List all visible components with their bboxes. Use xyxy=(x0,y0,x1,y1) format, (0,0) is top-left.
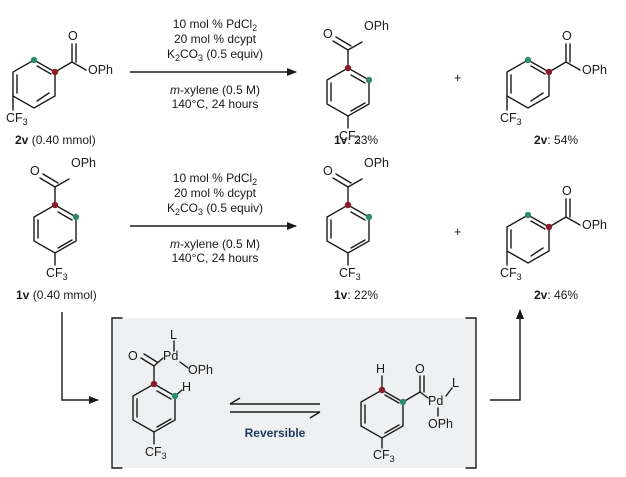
atom-CF3: CF3 xyxy=(6,111,28,127)
right-bracket xyxy=(465,317,477,469)
atom-OPh: OPh xyxy=(188,363,213,377)
reversible-label: Reversible xyxy=(245,426,306,440)
atom-CF3: CF3 xyxy=(339,266,361,282)
product-1v-label: 1v: 22% xyxy=(334,288,378,302)
flow-arrow-in xyxy=(61,312,99,404)
atom-Pd: Pd xyxy=(163,349,178,363)
conditions-1: 10 mol % PdCl2 20 mol % dcypt K2CO3 (0.5… xyxy=(130,17,297,111)
svg-text:20 mol % dcypt: 20 mol % dcypt xyxy=(174,32,257,46)
atom-H: H xyxy=(182,380,191,394)
atom-CF3: CF3 xyxy=(500,111,522,127)
atom-OPh: OPh xyxy=(71,156,96,170)
atom-OPh: OPh xyxy=(364,156,389,170)
svg-text:m-xylene (0.5 M): m-xylene (0.5 M) xyxy=(170,237,260,251)
plus-sign: + xyxy=(454,71,461,85)
atom-Pd: Pd xyxy=(428,394,443,408)
substrate-label: 2v (0.40 mmol) xyxy=(15,133,96,147)
product-2v-label: 2v: 46% xyxy=(534,288,578,302)
pd-complex-right xyxy=(360,375,453,449)
atom-CF3: CF3 xyxy=(145,445,167,461)
product-2v-structure xyxy=(506,198,581,266)
atom-L: L xyxy=(452,376,459,390)
svg-text:10 mol % PdCl2: 10 mol % PdCl2 xyxy=(173,171,257,187)
atom-O: O xyxy=(128,349,138,363)
svg-text:K2CO3 (0.5 equiv): K2CO3 (0.5 equiv) xyxy=(167,47,263,63)
atom-OPh: OPh xyxy=(364,19,389,33)
reaction-2: O OPh CF3 1v (0.40 mmol) 10 mol % PdCl2 … xyxy=(16,156,607,302)
mechanism-panel: O Pd L OPh H CF3 Reversible H xyxy=(61,309,524,469)
svg-text:K2CO3 (0.5 equiv): K2CO3 (0.5 equiv) xyxy=(167,201,263,217)
product-2v-structure xyxy=(506,43,581,111)
substrate-label: 1v (0.40 mmol) xyxy=(16,288,97,302)
atom-L: L xyxy=(170,328,177,342)
mechanism-background xyxy=(112,318,476,468)
flow-arrow-out xyxy=(490,309,524,401)
atom-OPh: OPh xyxy=(88,63,113,77)
svg-text:140°C, 24 hours: 140°C, 24 hours xyxy=(172,97,259,111)
atom-CF3: CF3 xyxy=(46,266,68,282)
reaction-1: O OPh CF3 2v (0.40 mmol) 10 mol % PdCl2 … xyxy=(6,17,607,147)
product-1v-label: 1v: 23% xyxy=(334,133,378,147)
conditions-2: 10 mol % PdCl2 20 mol % dcypt K2CO3 (0.5… xyxy=(130,171,297,265)
svg-text:10 mol % PdCl2: 10 mol % PdCl2 xyxy=(173,17,257,33)
substrate-1v-structure xyxy=(33,173,80,266)
atom-H: H xyxy=(376,362,385,376)
atom-OPh: OPh xyxy=(582,218,607,232)
atom-CF3: CF3 xyxy=(500,266,522,282)
plus-sign: + xyxy=(454,225,461,239)
svg-text:140°C, 24 hours: 140°C, 24 hours xyxy=(172,251,259,265)
product-1v-structure xyxy=(326,36,373,129)
atom-O: O xyxy=(323,164,333,178)
atom-O: O xyxy=(562,184,572,198)
left-bracket xyxy=(111,317,123,469)
atom-CF3: CF3 xyxy=(373,448,395,464)
atom-O: O xyxy=(562,29,572,43)
product-1v-structure xyxy=(326,173,373,266)
product-2v-label: 2v: 54% xyxy=(534,133,578,147)
atom-OPh: OPh xyxy=(582,63,607,77)
pd-complex-left xyxy=(132,340,189,445)
svg-text:20 mol % dcypt: 20 mol % dcypt xyxy=(174,186,257,200)
atom-CF3: CF3 xyxy=(339,129,361,145)
svg-text:m-xylene (0.5 M): m-xylene (0.5 M) xyxy=(170,83,260,97)
substrate-2v-structure xyxy=(12,43,87,111)
atom-O: O xyxy=(68,29,78,43)
atom-O: O xyxy=(30,164,40,178)
atom-O: O xyxy=(415,362,425,376)
atom-OPh: OPh xyxy=(428,417,453,431)
atom-O: O xyxy=(323,27,333,41)
